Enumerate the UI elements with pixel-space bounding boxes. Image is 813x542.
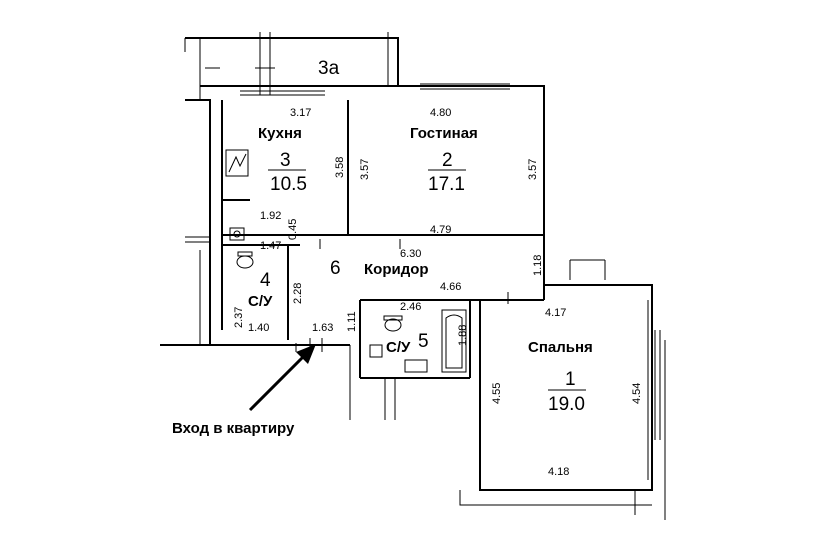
- toilet-icon: [236, 251, 254, 269]
- dim-label: 4.66: [440, 281, 461, 293]
- interior-walls: [222, 100, 545, 420]
- dim-label: 4.54: [631, 383, 643, 404]
- dim-label: 3.57: [527, 159, 539, 180]
- balcony: [184, 32, 399, 100]
- windows: [420, 83, 649, 480]
- living-area: 17.1: [428, 174, 465, 195]
- dim-label: 4.80: [430, 107, 451, 119]
- kitchen-name: Кухня: [258, 125, 302, 142]
- dim-label: 3.58: [334, 157, 346, 178]
- dim-label: 3.57: [359, 159, 371, 180]
- dim-label: 1.63: [312, 322, 333, 334]
- bathtub-icon: [441, 309, 467, 373]
- dim-label: 6.30: [400, 248, 421, 260]
- stove-icon: [225, 149, 249, 177]
- dim-label: 4.17: [545, 307, 566, 319]
- entrance-arrow-icon: [248, 344, 316, 412]
- dim-label: 1.11: [346, 311, 358, 332]
- balcony-label: 3а: [318, 58, 340, 79]
- kitchen-number: 3: [280, 150, 291, 171]
- entrance-label: Вход в квартиру: [172, 420, 295, 437]
- kitchen-area: 10.5: [270, 174, 307, 195]
- bath5-number: 5: [418, 331, 429, 352]
- bedroom-name: Спальня: [528, 339, 593, 356]
- bath5-name: С/У: [386, 339, 411, 356]
- dim-label: 4.79: [430, 224, 451, 236]
- corridor-name: Коридор: [364, 261, 429, 278]
- toilet-icon: [383, 315, 403, 332]
- dim-label: 4.18: [548, 466, 569, 478]
- sink-icon: [229, 227, 383, 358]
- bath4-number: 4: [260, 270, 271, 291]
- dim-label: 1.47: [260, 240, 281, 252]
- dim-label: 2.37: [233, 307, 245, 328]
- dim-label: 3.17: [290, 107, 311, 119]
- dim-label: 0.45: [287, 219, 299, 240]
- living-number: 2: [442, 150, 453, 171]
- dim-label: 2.28: [292, 283, 304, 304]
- corridor-number: 6: [330, 258, 341, 279]
- outer-walls: [160, 85, 666, 520]
- bath4-name: С/У: [248, 293, 273, 310]
- dim-label: 1.18: [532, 255, 544, 276]
- dim-label: 1.92: [260, 210, 281, 222]
- dim-label: 2.46: [400, 301, 421, 313]
- living-name: Гостиная: [410, 125, 478, 142]
- bedroom-area: 19.0: [548, 394, 585, 415]
- dim-label: 4.55: [491, 383, 503, 404]
- dim-label: 1.40: [248, 322, 269, 334]
- washer-icon: [404, 359, 428, 373]
- bedroom-number: 1: [565, 369, 576, 390]
- dim-label: 1.88: [457, 325, 469, 346]
